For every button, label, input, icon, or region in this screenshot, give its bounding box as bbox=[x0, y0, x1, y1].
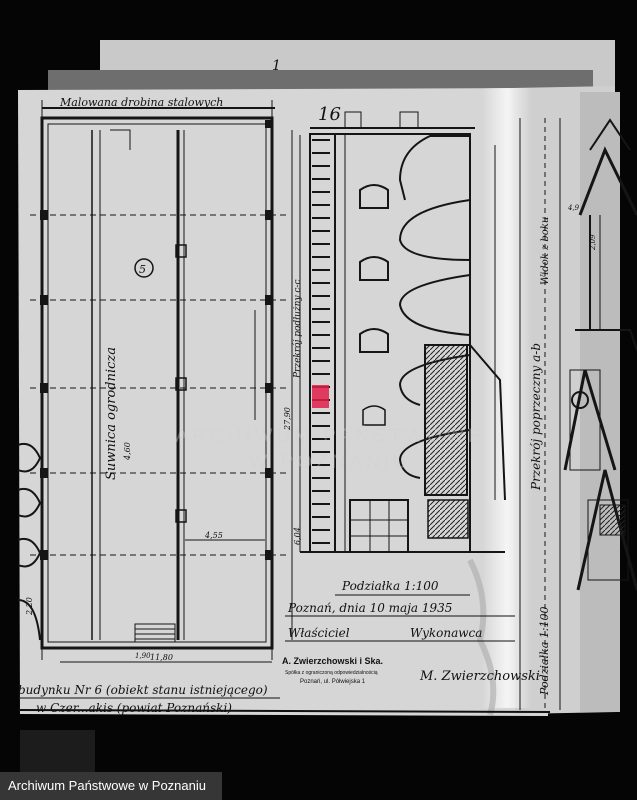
crane-beam-label: Suwnica ogrodnicza bbox=[104, 347, 119, 480]
stamp-line3: Poznań, ul. Półwiejska 1 bbox=[300, 679, 366, 685]
dim-label: 4,55 bbox=[204, 531, 223, 540]
dim-label: 11,80 bbox=[150, 653, 173, 662]
scale-side-label: Podziałka 1:100 bbox=[538, 607, 551, 696]
dim-label: 2,09 bbox=[589, 234, 597, 251]
side-section-label: Przekrój poprzeczny a-b bbox=[529, 343, 543, 491]
section-number: 5 bbox=[139, 263, 146, 276]
section-elevation bbox=[299, 111, 506, 553]
scale-main-label: Podziałka 1:100 bbox=[341, 579, 439, 593]
floor-plan bbox=[30, 100, 293, 663]
stamp-line2: Spółka z ograniczoną odpowiedzialnością bbox=[285, 670, 378, 676]
folder-mark: 1 bbox=[272, 58, 281, 74]
roof-header-text: Malowana drobina stalowych bbox=[59, 96, 223, 109]
archive-caption: Archiwum Państwowe w Poznaniu bbox=[0, 772, 222, 800]
dim-label: 27,90 bbox=[283, 407, 292, 431]
dim-label: 4,9 bbox=[567, 204, 580, 212]
owner-label: Właściciel bbox=[288, 626, 350, 640]
signature: M. Zwierzchowski bbox=[419, 669, 540, 684]
cross-section-label: Przekrój podłużny c-c bbox=[292, 279, 303, 379]
main-sheet bbox=[18, 88, 548, 716]
side-elevation bbox=[519, 118, 637, 710]
sheet-number: 16 bbox=[318, 104, 341, 125]
dim-label: 2,20 bbox=[25, 597, 34, 616]
location-line: w Czer...akis (powiat Poznański) bbox=[36, 701, 232, 715]
left-arch-elevation bbox=[17, 442, 42, 641]
side-title-label: Widok z boku bbox=[540, 217, 551, 285]
dim-label: 6,04 bbox=[293, 527, 302, 545]
place-date-label: Poznań, dnia 10 maja 1935 bbox=[287, 601, 452, 615]
dim-label: 1,90 bbox=[135, 652, 151, 660]
building-title: budynku Nr 6 (obiekt stanu istniejącego) bbox=[18, 683, 268, 697]
stamp-company: A. Zwierzchowski i Ska. bbox=[282, 656, 383, 666]
red-highlight-marker bbox=[312, 385, 329, 408]
contractor-label: Wykonawca bbox=[410, 626, 482, 640]
dim-label: 4,60 bbox=[123, 442, 132, 461]
